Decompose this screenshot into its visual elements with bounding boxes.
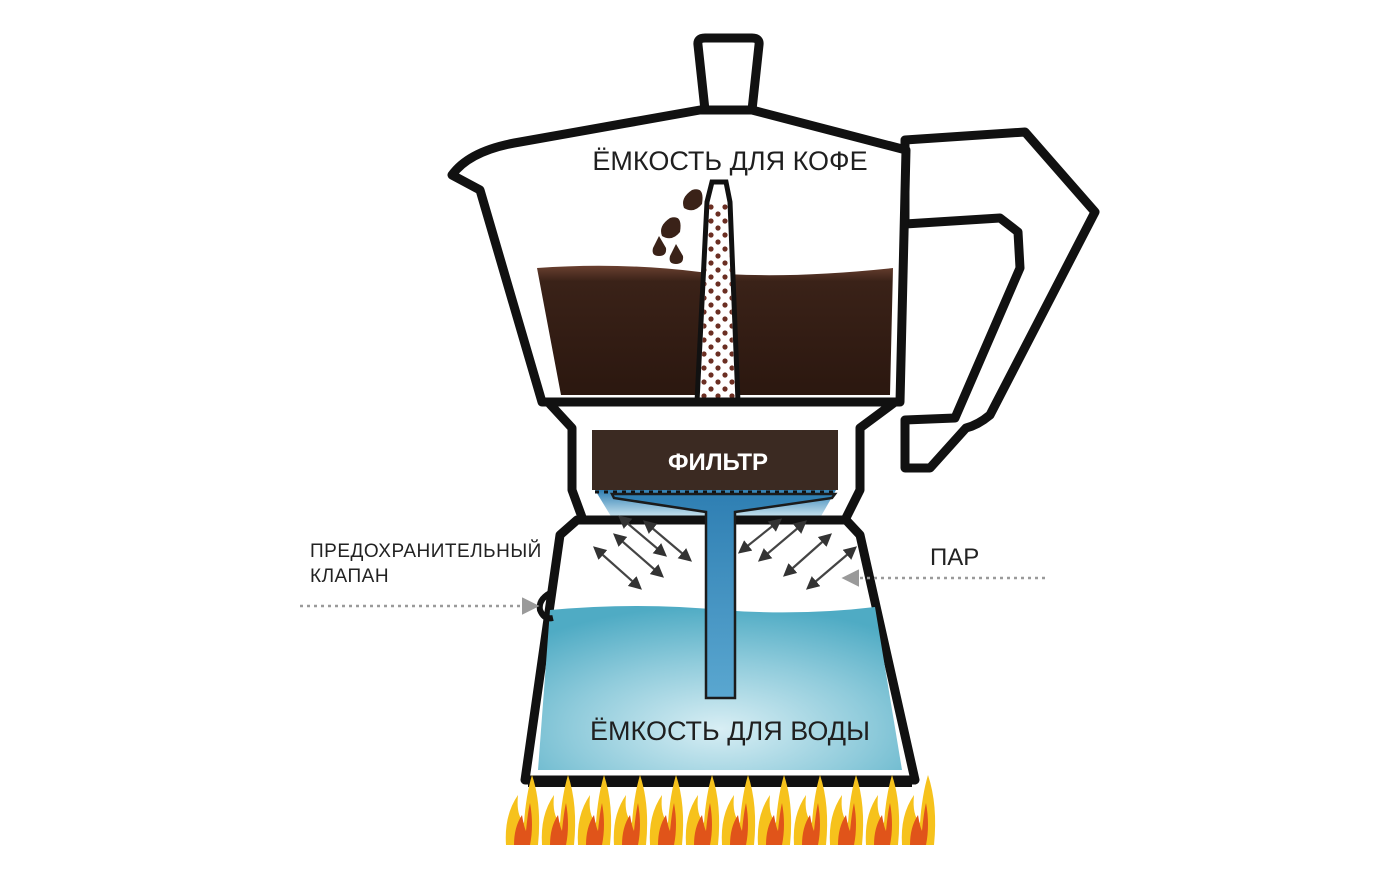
coffee-riser-bubbles [700,204,735,400]
burner-flames [505,775,936,845]
safety-valve [536,590,554,622]
flame-core [910,803,928,845]
valve-label-line2: КЛАПАН [310,566,389,587]
flame-core [586,803,604,845]
water-chamber-label: ЁМКОСТЬ ДЛЯ ВОДЫ [590,716,870,746]
flame-core [622,803,640,845]
steam-label: ПАР [930,544,979,571]
flame-core [694,803,712,845]
steam-arrows-right [737,518,858,590]
filter-basket [592,430,838,490]
flame-core [658,803,676,845]
filter-label: ФИЛЬТР [668,449,768,476]
funnel-tube [609,492,838,700]
lid-knob [693,33,764,115]
flame-core [874,803,892,845]
coffee-drop [652,236,667,256]
valve-label-line1: ПРЕДОХРАНИТЕЛЬНЫЙ [310,540,542,562]
coffee-drop [661,217,681,239]
coffee-drop [669,244,684,264]
flame-core [838,803,856,845]
pot-handle [900,127,1100,473]
steam-arrows-left [593,515,693,590]
flame-core [730,803,748,845]
coffee-chamber-label: ЁМКОСТЬ ДЛЯ КОФЕ [592,146,867,176]
coffee-drop [683,189,703,211]
flame-core [514,803,532,845]
flame-core [766,803,784,845]
flame-core [550,803,568,845]
flame-core [802,803,820,845]
